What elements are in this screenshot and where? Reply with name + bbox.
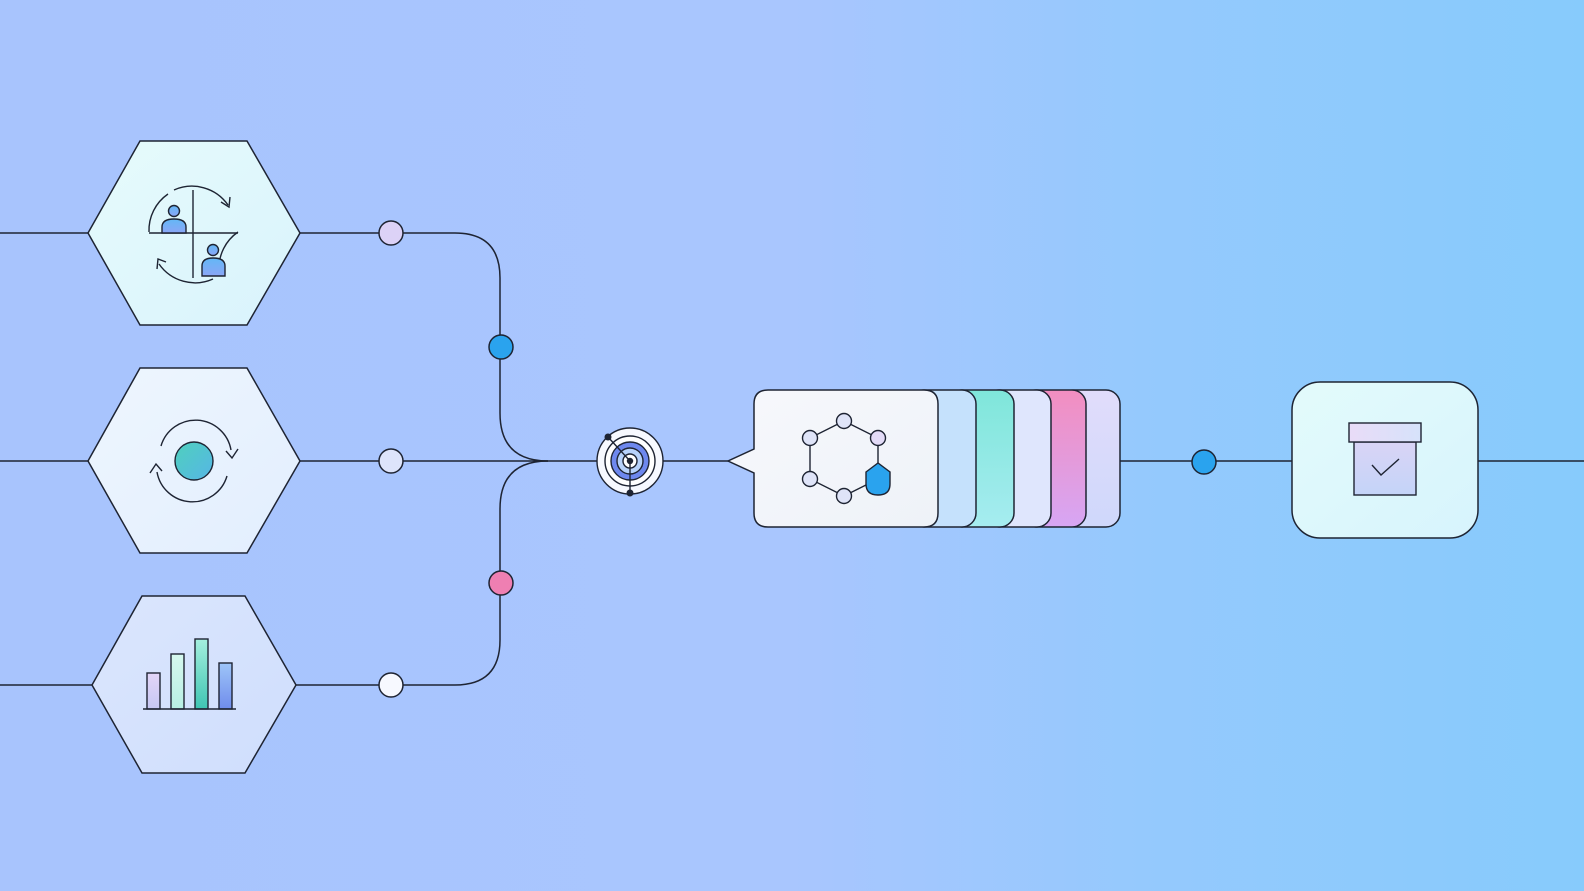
target-hub <box>596 427 664 497</box>
molecule-shield-icon <box>801 412 891 505</box>
connector-dot-middle-branch <box>378 448 404 474</box>
connector-dot-top-vertical <box>488 334 514 360</box>
connector-dots <box>378 220 1217 698</box>
team-collaboration-cycle-icon <box>148 185 239 284</box>
connector-dot-bottom-branch <box>378 672 404 698</box>
approved-output-node <box>1291 381 1479 539</box>
bottom-branch-line <box>296 460 549 686</box>
approved-archive-icon <box>1348 422 1422 496</box>
card-front <box>726 389 939 528</box>
connector-lines <box>0 232 1584 686</box>
model-card-stack <box>726 389 1121 528</box>
top-branch-line <box>300 232 549 462</box>
bar-chart-hexagon <box>91 595 297 774</box>
refresh-cycle-hexagon <box>87 367 301 554</box>
refresh-cycle-icon <box>149 419 239 503</box>
connector-dot-top-branch <box>378 220 404 246</box>
connector-dot-bottom-vertical <box>488 570 514 596</box>
team-collaboration-hexagon <box>87 140 301 326</box>
target-icon <box>596 427 664 497</box>
connector-dot-output-line <box>1191 449 1217 475</box>
bar-chart-icon <box>143 638 236 710</box>
